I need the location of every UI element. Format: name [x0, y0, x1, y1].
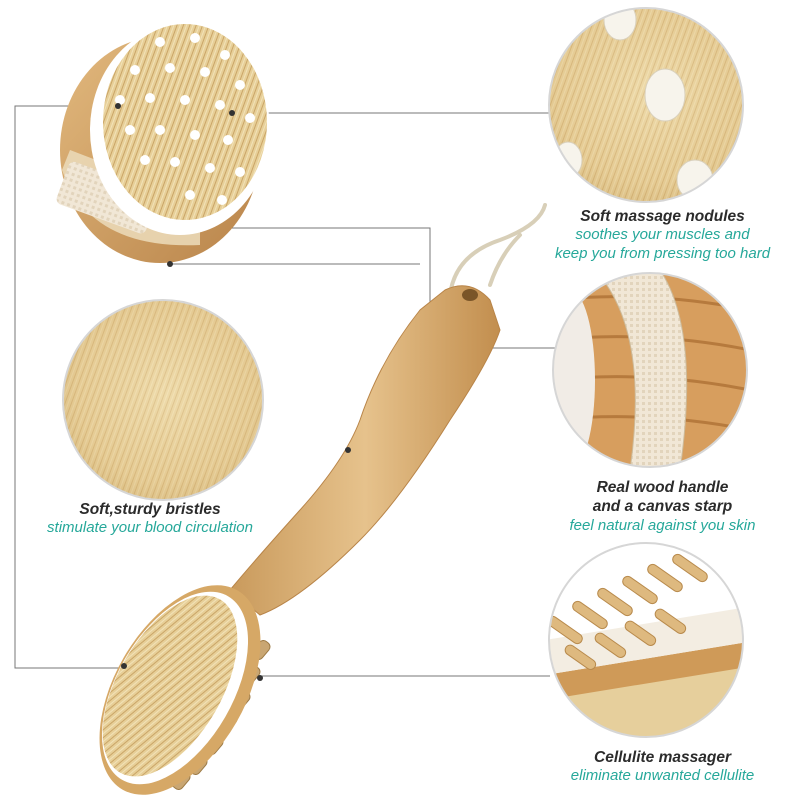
- canvas-strap-detail: [593, 273, 688, 467]
- caption-handle: Real wood handle and a canvas starp feel…: [535, 478, 790, 536]
- detail-strap: [552, 272, 748, 468]
- caption-nodules-line-2: keep you from pressing too hard: [554, 245, 771, 263]
- rope-loop: [448, 203, 547, 297]
- caption-nodules: Soft massage nodules soothes your muscle…: [535, 207, 790, 264]
- caption-handle-line-1: feel natural against you skin: [569, 516, 756, 534]
- caption-bristles: Soft,sturdy bristles stimulate your bloo…: [20, 500, 280, 538]
- detail-cellulite: [548, 542, 744, 738]
- caption-cellulite-title: Cellulite massager: [594, 749, 731, 766]
- caption-nodules-line-1: soothes your muscles and: [575, 226, 750, 244]
- round-brush-head: [56, 24, 270, 267]
- caption-cellulite: Cellulite massager eliminate unwanted ce…: [535, 748, 790, 786]
- long-handle-brush: [99, 203, 547, 795]
- wooden-handle: [229, 285, 501, 616]
- detail-bristles: [62, 299, 264, 501]
- caption-handle-title: Real wood handle: [596, 479, 729, 496]
- caption-handle-title-2: and a canvas starp: [592, 498, 733, 516]
- detail-nodules: [548, 7, 744, 203]
- caption-bristles-title: Soft,sturdy bristles: [79, 501, 221, 518]
- caption-cellulite-line-1: eliminate unwanted cellulite: [570, 767, 755, 785]
- caption-bristles-line-1: stimulate your blood circulation: [47, 519, 253, 537]
- caption-nodules-title: Soft massage nodules: [580, 208, 745, 225]
